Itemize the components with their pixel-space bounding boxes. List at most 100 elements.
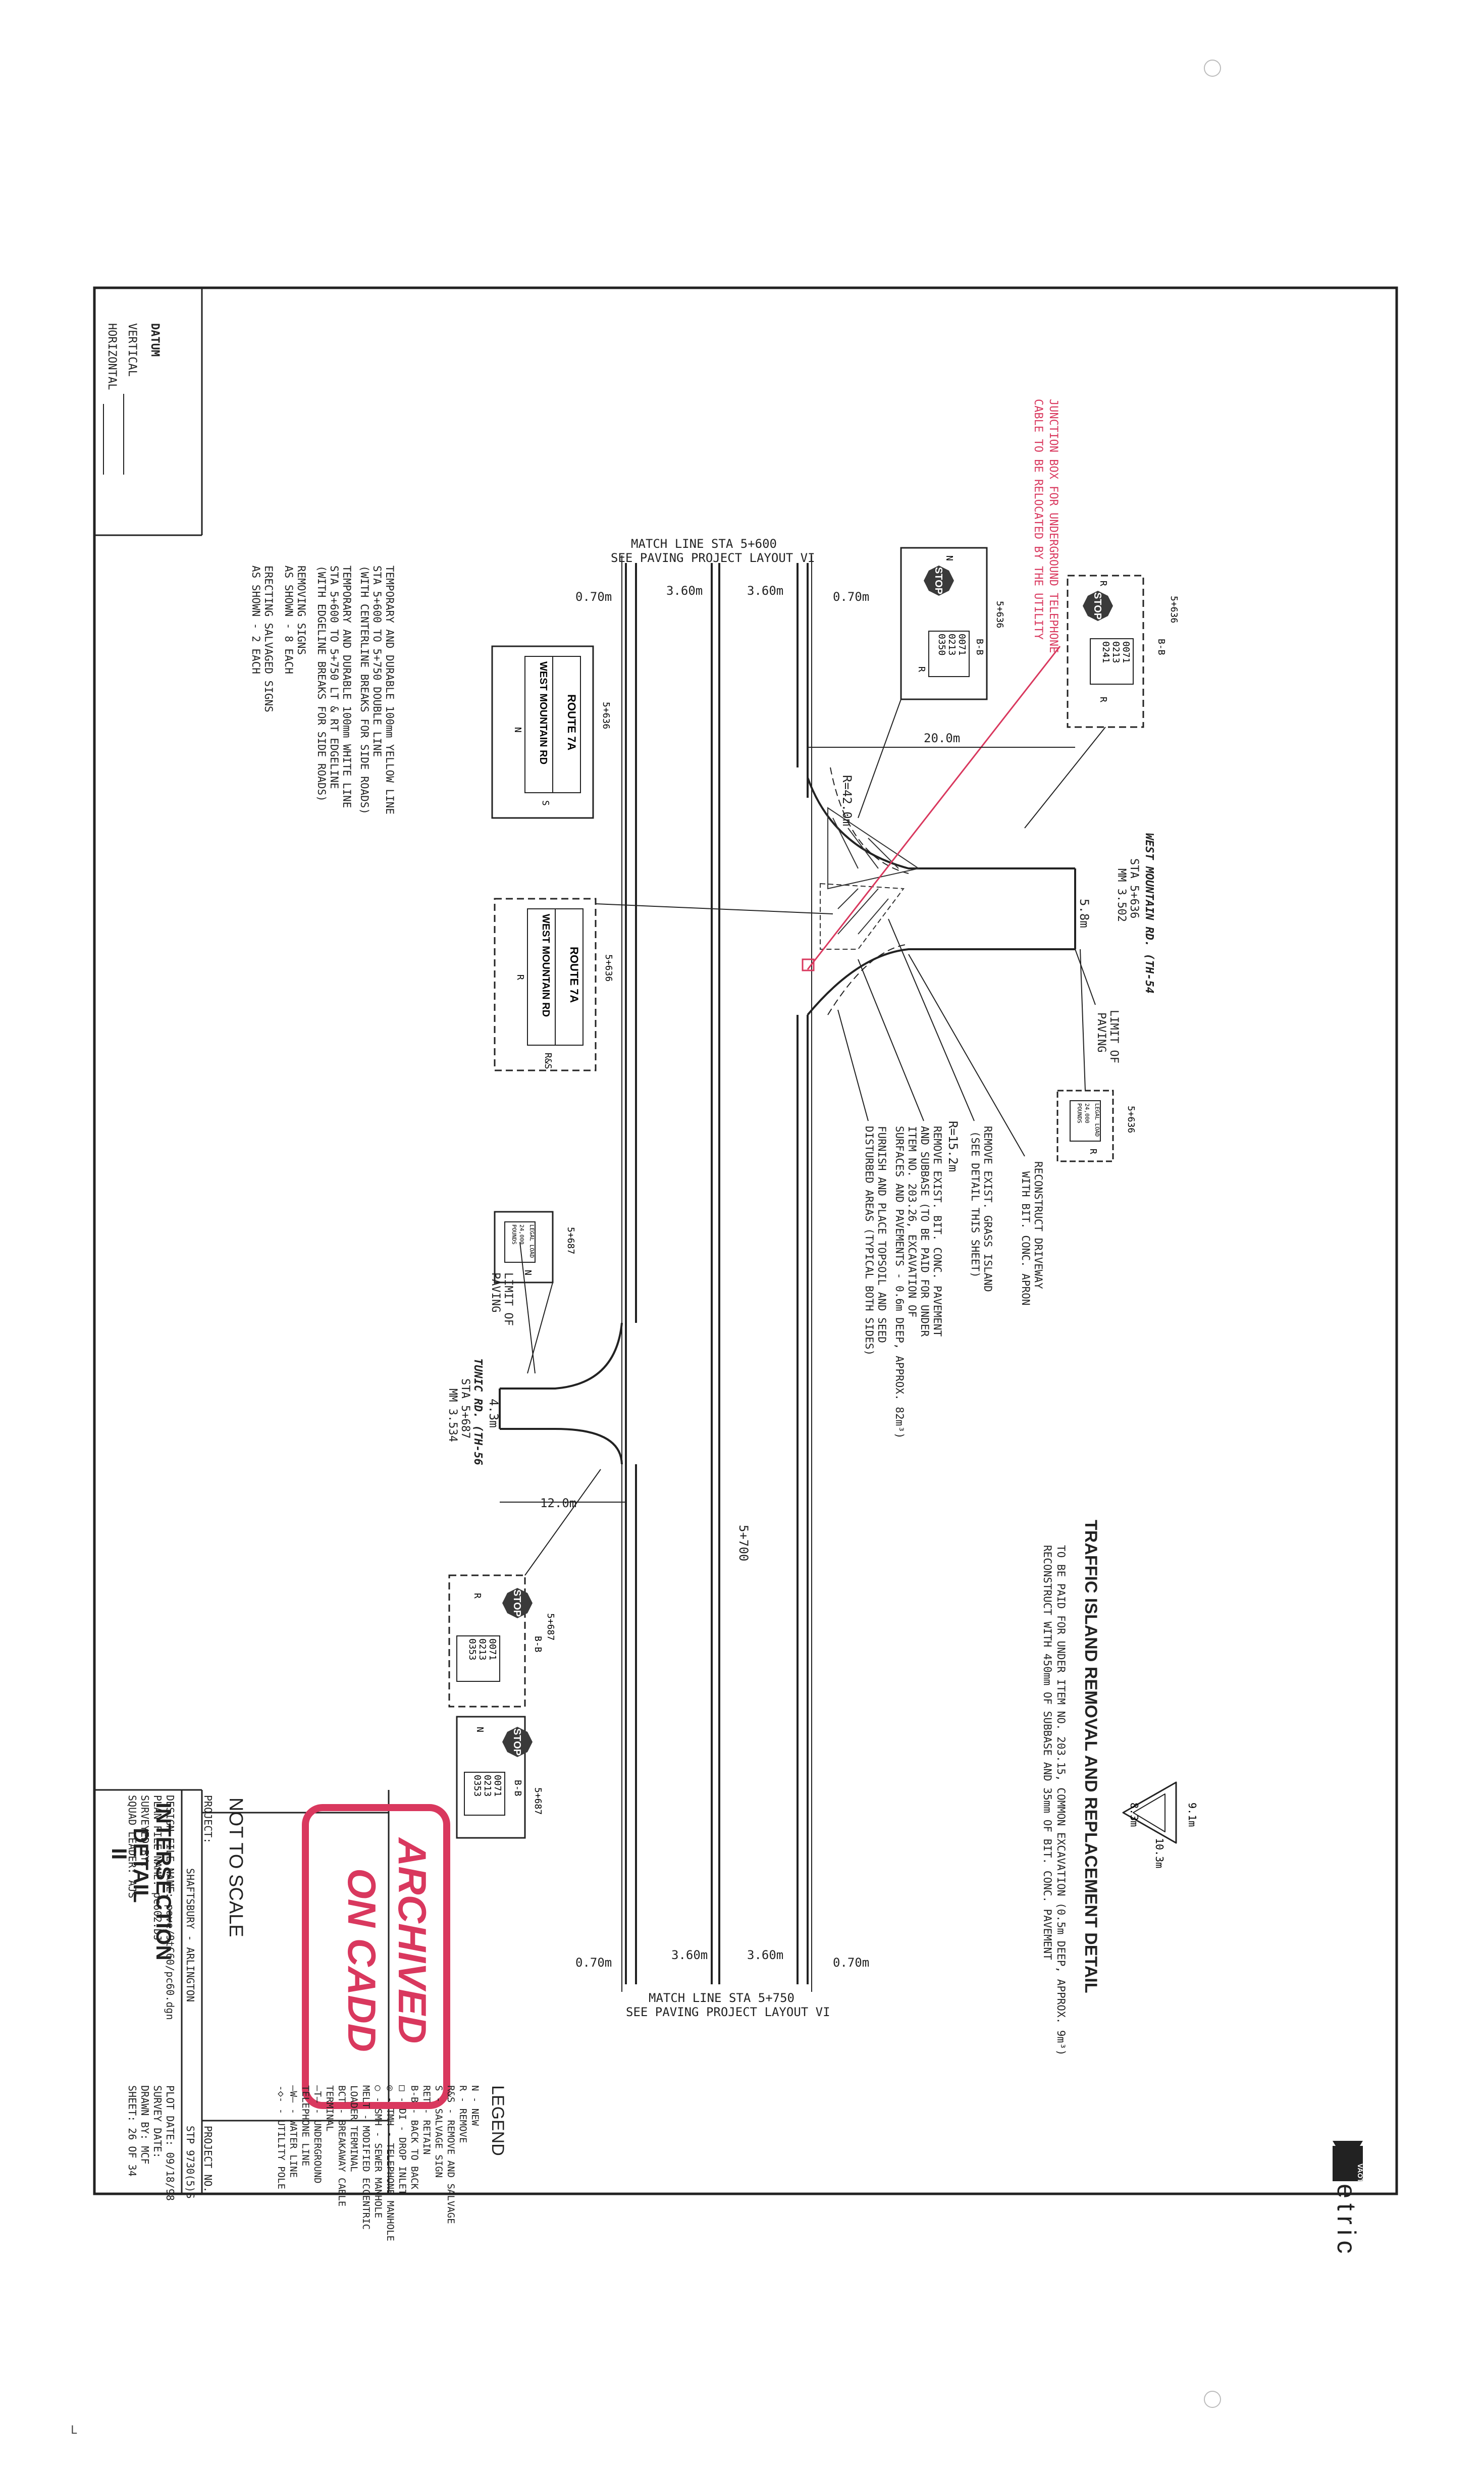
svg-text:0353: 0353: [467, 1638, 478, 1660]
note-yellow-3: (WITH CENTERLINE BREAKS FOR SIDE ROADS): [358, 566, 370, 814]
tb-sheet: SHEET: 26 OF 34: [126, 2085, 138, 2177]
svg-text:N: N: [944, 555, 955, 561]
legend-item: —T— - UNDERGROUND: [312, 2085, 323, 2183]
legend-item: MELT - MODIFIED ECCENTRIC: [360, 2085, 372, 2230]
svg-text:POUNDS: POUNDS: [511, 1224, 517, 1245]
svg-text:N: N: [512, 727, 523, 733]
tb-drawn: DRAWN BY: MCF: [139, 2085, 151, 2165]
sta-5700: 5+700: [736, 1525, 751, 1561]
svg-text:ROUTE 7A: ROUTE 7A: [565, 694, 578, 750]
tb-project-no: STP 9730(5)S: [184, 2126, 196, 2199]
legend-item: BCT - BREAKAWAY CABLE: [336, 2085, 347, 2206]
svg-text:B-B: B-B: [512, 1780, 523, 1796]
legend-item: ○ - SMH - SEWER MANHOLE: [373, 2085, 384, 2218]
tb-surveyed: SURVEYED BY:: [139, 1795, 151, 1868]
svg-text:B-B: B-B: [974, 639, 985, 655]
wm-road-mm: MM 3.502: [1115, 868, 1128, 922]
legend-item: B-B - BACK TO BACK: [409, 2085, 420, 2189]
underground-telephone-line: [802, 646, 1061, 971]
svg-text:0353: 0353: [472, 1775, 483, 1796]
svg-text:R&S: R&S: [543, 1053, 553, 1069]
metric-logo: VAOT etric: [1332, 2141, 1364, 2258]
sign-weight-limit-f: LEGAL LOAD 24,000 POUNDS 5+687 N: [494, 1211, 576, 1374]
svg-text:0071: 0071: [957, 634, 967, 655]
sign-stop-bb-h: STOP 0071 0213 0353 B-B 5+687 N: [456, 1716, 543, 1839]
tb-project: SHAFTSBURY - ARLINGTON: [184, 1868, 196, 2002]
svg-text:24,000: 24,000: [518, 1224, 525, 1245]
callout-topsoil-2: DISTURBED AREAS (TYPICAL BOTH SIDES): [863, 1126, 875, 1356]
dim-lane-bot-2: 3.60m: [747, 1948, 783, 1962]
svg-text:24,000: 24,000: [1084, 1103, 1090, 1123]
detail-title: TRAFFIC ISLAND REMOVAL AND REPLACEMENT D…: [1081, 1520, 1100, 1993]
svg-text:STOP: STOP: [933, 567, 944, 594]
tunic-road-sta: STA 5+687: [459, 1378, 471, 1438]
datum-title: DATUM: [148, 323, 161, 356]
svg-text:B-B: B-B: [1156, 639, 1167, 655]
match-line-bottom-2: SEE PAVING PROJECT LAYOUT VI: [626, 2005, 830, 2019]
tb-survey-date: SURVEY DATE:: [151, 2085, 164, 2158]
wm-road-sta: STA 5+636: [1128, 858, 1140, 918]
legend-item: RET - RETAIN: [421, 2085, 432, 2154]
svg-text:0213: 0213: [477, 1638, 488, 1660]
tb-squad: SQUAD LEADER: AJS: [126, 1795, 138, 1898]
svg-text:0241: 0241: [1100, 641, 1111, 663]
archived-stamp: ARCHIVED ON CADD: [302, 1804, 450, 2109]
dim-lane-bot-1: 3.60m: [671, 1948, 708, 1962]
match-line-top-1: MATCH LINE STA 5+600: [631, 537, 777, 551]
legend-item: TELEPHONE LINE: [300, 2085, 311, 2166]
sign-route-7a-salvage: ROUTE 7A WEST MOUNTAIN RD 5+636 S N: [491, 645, 611, 819]
legend-item: ◎ - TMH - TELEPHONE MANHOLE: [385, 2085, 396, 2241]
svg-text:N: N: [474, 1727, 485, 1732]
callout-island-1: REMOVE EXIST. GRASS ISLAND: [982, 1126, 994, 1292]
svg-text:ON CADD: ON CADD: [340, 1868, 384, 2052]
legend-item: □ - DI - DROP INLET: [397, 2085, 408, 2195]
legend-item: R&S - REMOVE AND SALVAGE: [445, 2085, 456, 2224]
legend-item: R - REMOVE: [457, 2085, 468, 2143]
svg-text:5+636: 5+636: [601, 702, 611, 729]
svg-text:0213: 0213: [482, 1775, 493, 1796]
wm-paving: PAVING: [1095, 1012, 1107, 1052]
sign-stop-bb-g: STOP 0071 0213 0353 B-B 5+687 R: [448, 1469, 601, 1708]
dim-shoulder-bot-r: 0.70m: [833, 1956, 869, 1970]
callout-pavement-4: SURFACES AND PAVEMENTS - 0.6m DEEP, APPR…: [893, 1126, 906, 1439]
note-erect-1: ERECTING SALVAGED SIGNS: [262, 566, 275, 712]
note-yellow-1: TEMPORARY AND DURABLE 100mm YELLOW LINE: [384, 566, 396, 814]
callout-topsoil-1: FURNISH AND PLACE TOPSOIL AND SEED: [876, 1126, 888, 1343]
datum-vertical: VERTICAL: [126, 323, 138, 377]
legend-item: N - NEW: [469, 2085, 481, 2126]
svg-text:8.3m: 8.3m: [1128, 1803, 1140, 1827]
svg-text:LEGAL LOAD: LEGAL LOAD: [528, 1224, 535, 1258]
tb-plot-date: PLOT DATE: 09/18/98: [164, 2085, 176, 2201]
svg-text:R: R: [515, 974, 525, 980]
svg-text:STOP: STOP: [511, 1589, 522, 1617]
dim-12m: 12.0m: [540, 1496, 576, 1510]
svg-text:LEGAL LOAD: LEGAL LOAD: [1094, 1103, 1100, 1137]
svg-text:STOP: STOP: [1092, 592, 1103, 620]
svg-text:0350: 0350: [936, 634, 947, 655]
dim-shoulder-top-l: 0.70m: [575, 590, 612, 604]
svg-text:5+687: 5+687: [545, 1613, 556, 1640]
svg-text:N: N: [522, 1270, 533, 1275]
junction-note-1: JUNCTION BOX FOR UNDERGROUND TELEPHONE: [1047, 399, 1059, 653]
svg-text:ARCHIVED: ARCHIVED: [390, 1837, 435, 2043]
dim-58m: 5.8m: [1077, 899, 1091, 928]
border-frame: [93, 286, 1398, 2195]
svg-text:5+636: 5+636: [1169, 596, 1179, 623]
sign-stop-bb-a: STOP 0071 0213 0350 B-B 5+636 N R: [858, 547, 1005, 818]
route-7a-roadway: [621, 555, 812, 1992]
svg-text:R: R: [1098, 581, 1108, 586]
note-yellow-2: STA 5+600 TO 5+750 DOUBLE LINE: [371, 566, 383, 757]
tunic-road-mm: MM 3.534: [446, 1389, 459, 1442]
svg-text:10.3m: 10.3m: [1153, 1838, 1165, 1868]
svg-text:5+636: 5+636: [603, 954, 614, 982]
title-block-title-3: II: [108, 1848, 131, 1860]
svg-text:S: S: [540, 800, 551, 806]
callout-pavement-2: AND SUBBASE (TO BE PAID FOR UNDER: [919, 1126, 931, 1337]
sign-route-7a-remove: ROUTE 7A WEST MOUNTAIN RD 5+636 R&S R: [494, 898, 833, 1071]
callout-driveway-2: WITH BIT. CONC. APRON: [1020, 1171, 1032, 1306]
tb-project-label: PROJECT:: [202, 1795, 214, 1843]
match-line-bottom-1: MATCH LINE STA 5+750: [649, 1991, 794, 2005]
legend-item: —W— - WATER LINE: [288, 2085, 299, 2178]
svg-text:R: R: [1088, 1149, 1098, 1154]
svg-text:0071: 0071: [1121, 641, 1131, 663]
